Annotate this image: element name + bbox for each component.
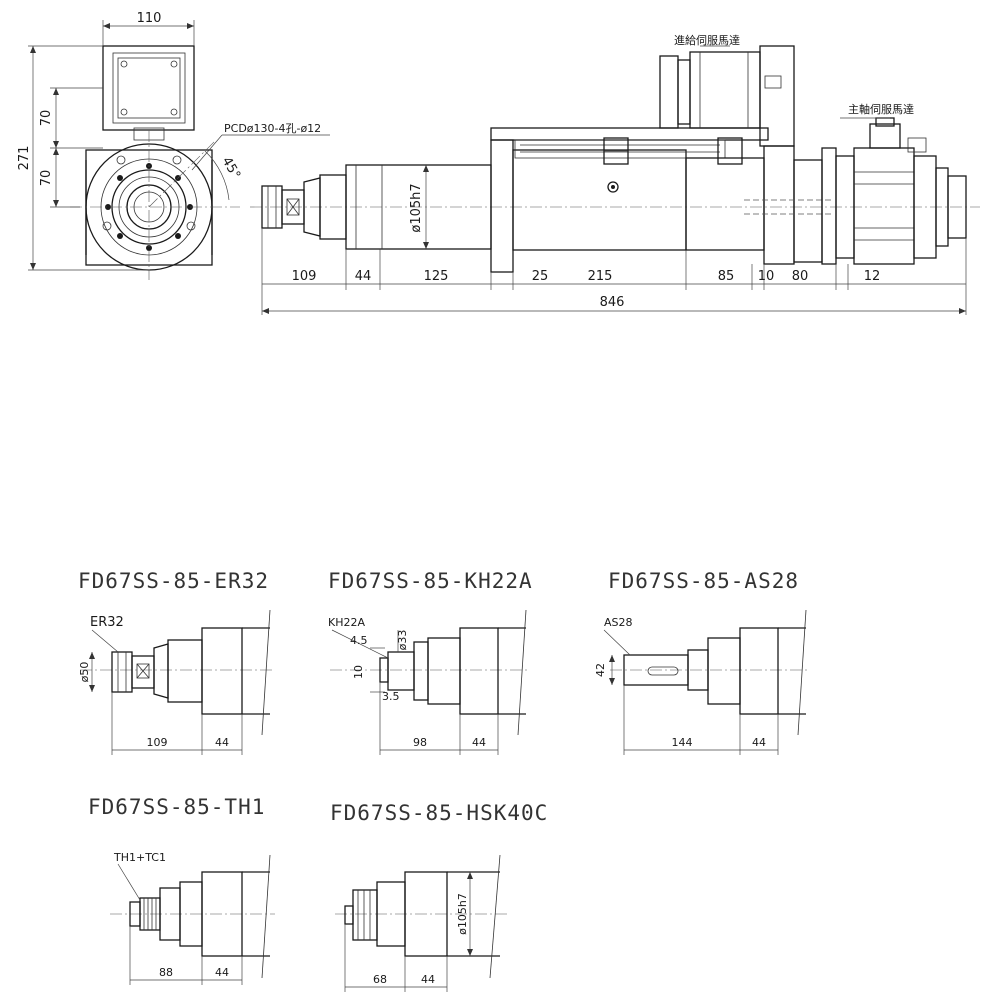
side-view: 進給伺服馬達 主軸伺服馬達 ø105h7 109 44 125 25 215 8… — [250, 33, 980, 315]
variant-kh22a: FD67SS-85-KH22A KH22A ø33 4.5 10 3.5 98 … — [328, 569, 533, 755]
variant-er32: FD67SS-85-ER32 ER32 ø50 109 44 — [78, 569, 275, 755]
dim-b: 44 — [752, 736, 766, 749]
dim-109: 109 — [292, 269, 317, 284]
model-title: FD67SS-85-HSK40C — [330, 801, 548, 825]
extra-label: ø33 — [396, 630, 409, 651]
model-title: FD67SS-85-ER32 — [78, 569, 269, 593]
spindle-motor-label: 主軸伺服馬達 — [848, 102, 914, 116]
dim-80: 80 — [792, 269, 809, 284]
dim-70-upper: 70 — [39, 110, 54, 127]
dim-a: 98 — [413, 736, 427, 749]
dim-b: 44 — [215, 736, 229, 749]
dim-a: 109 — [147, 736, 168, 749]
tool-label: TH1+TC1 — [113, 851, 166, 864]
sub-dim-10: 10 — [352, 665, 365, 679]
dim-110: 110 — [137, 11, 162, 26]
variant-as28: FD67SS-85-AS28 AS28 42 144 44 — [594, 569, 808, 755]
dim-12: 12 — [864, 269, 881, 284]
model-title: FD67SS-85-TH1 — [88, 795, 265, 819]
dim-215: 215 — [588, 269, 613, 284]
dim-125: 125 — [424, 269, 449, 284]
angle-label: 45° — [219, 155, 244, 182]
dim-a: 88 — [159, 966, 173, 979]
dim-a: 68 — [373, 973, 387, 986]
bottom-dimensions: 109 44 125 25 215 85 10 80 12 846 — [261, 228, 967, 315]
dim-25: 25 — [532, 269, 549, 284]
dim-85: 85 — [718, 269, 735, 284]
dim-846: 846 — [600, 295, 625, 310]
model-title: FD67SS-85-AS28 — [608, 569, 799, 593]
dim-70-lower: 70 — [39, 170, 54, 187]
dim-b: 44 — [215, 966, 229, 979]
variant-hsk40c: FD67SS-85-HSK40C ø105h7 68 44 — [330, 801, 548, 992]
extra-label: ø50 — [78, 662, 91, 683]
sub-dim-3.5: 3.5 — [382, 690, 400, 703]
variant-th1: FD67SS-85-TH1 TH1+TC1 88 44 — [88, 795, 275, 985]
tool-label: ER32 — [90, 615, 124, 630]
dim-44: 44 — [355, 269, 372, 284]
extra-label: ø105h7 — [456, 893, 469, 935]
sub-dim-4.5: 4.5 — [350, 634, 368, 647]
dim-b: 44 — [421, 973, 435, 986]
dim-b: 44 — [472, 736, 486, 749]
diameter-label: ø105h7 — [409, 183, 424, 232]
model-title: FD67SS-85-KH22A — [328, 569, 533, 593]
front-view: 110 271 70 70 PCDø130-4孔-ø12 45° — [17, 11, 330, 280]
feed-motor-label: 進給伺服馬達 — [674, 33, 740, 47]
tool-label: AS28 — [604, 616, 633, 629]
tool-label: KH22A — [328, 616, 365, 629]
dim-271: 271 — [17, 146, 32, 171]
extra-label: 42 — [594, 663, 607, 677]
dim-a: 144 — [672, 736, 693, 749]
dim-10: 10 — [758, 269, 775, 284]
pcd-label: PCDø130-4孔-ø12 — [224, 122, 321, 135]
